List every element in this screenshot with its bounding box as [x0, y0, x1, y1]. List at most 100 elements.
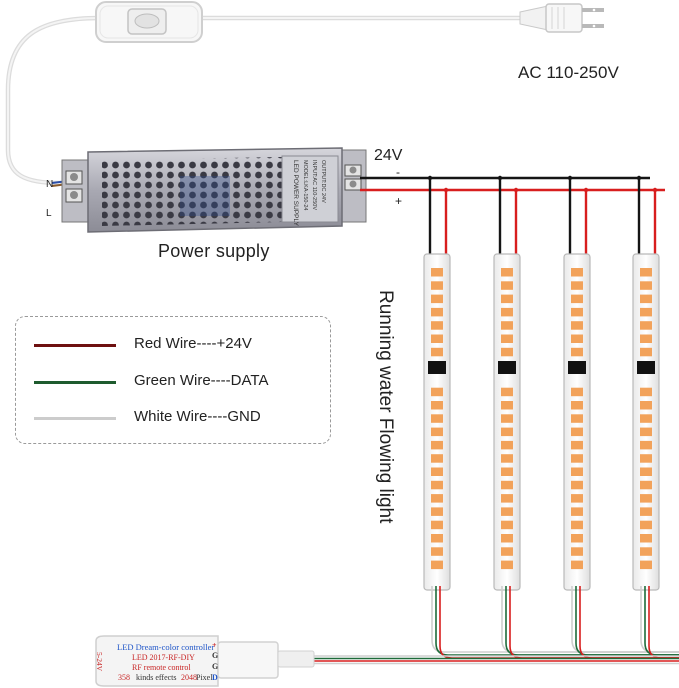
strip-4-output-wire	[648, 586, 679, 659]
led-chip	[571, 467, 583, 476]
led-chip	[501, 294, 513, 304]
led-chip	[501, 467, 513, 476]
led-chip	[640, 427, 652, 437]
strip-1-red-junction	[443, 187, 449, 193]
led-chip	[640, 440, 652, 450]
led-chip	[640, 334, 652, 343]
negative-terminal-label: -	[396, 165, 400, 179]
controller-pixel-text: Pixel	[196, 673, 213, 682]
led-chip	[501, 268, 513, 277]
led-chip	[501, 401, 513, 410]
strip-3-output-wire	[579, 586, 679, 659]
psu-label-line2: MODEL:LKA-150-24	[302, 160, 308, 210]
strip-3-ic-chip	[568, 361, 586, 374]
strip-2-output-wire	[501, 586, 679, 653]
led-chip	[501, 387, 513, 397]
led-chip	[571, 520, 583, 530]
led-chip	[571, 454, 583, 463]
led-chip	[501, 334, 513, 343]
strip-1-ic-chip	[428, 361, 446, 374]
led-chip	[431, 494, 443, 503]
led-chip	[431, 307, 443, 317]
controller-wires	[310, 586, 679, 665]
led-chip	[431, 547, 443, 556]
led-chip	[431, 440, 443, 450]
legend-white-text: White Wire----GND	[134, 408, 261, 425]
green-wire-swatch	[34, 381, 116, 384]
controller-model: LED 2017-RF-DIY	[132, 653, 195, 662]
led-chip	[571, 440, 583, 450]
led-chip	[640, 321, 652, 330]
wire-legend: Red Wire----+24V Green Wire----DATA Whit…	[15, 316, 331, 444]
strip-4-black-junction	[636, 175, 642, 181]
led-chip	[501, 454, 513, 463]
led-chip	[640, 401, 652, 410]
led-chip	[640, 347, 652, 357]
led-chip	[640, 480, 652, 490]
led-chip	[640, 494, 652, 503]
controller-effects-text: kinds effects	[136, 673, 177, 682]
led-chip	[431, 507, 443, 516]
led-chip	[640, 387, 652, 397]
led-chip	[431, 427, 443, 437]
led-chip	[431, 454, 443, 463]
led-chip	[571, 414, 583, 423]
led-chip	[501, 520, 513, 530]
led-chip	[640, 454, 652, 463]
led-chip	[640, 294, 652, 304]
led-chip	[501, 427, 513, 437]
led-chip	[571, 321, 583, 330]
led-chip	[571, 547, 583, 556]
led-strips	[423, 175, 660, 591]
led-chip	[640, 281, 652, 290]
dc-voltage-label: 24V	[374, 147, 403, 164]
controller-pin-plus: +	[212, 641, 217, 650]
live-terminal-label: L	[46, 208, 52, 219]
led-chip	[571, 387, 583, 397]
strip-2-black-junction	[497, 175, 503, 181]
red-wire-swatch	[34, 344, 116, 347]
led-chip	[640, 507, 652, 516]
psu-label-line4: OUTPUT:DC 24V	[320, 160, 326, 203]
power-supply	[61, 147, 367, 233]
led-chip	[640, 307, 652, 317]
led-chip	[501, 507, 513, 516]
strip-1-output-wire	[435, 586, 679, 656]
led-chip	[571, 268, 583, 277]
led-chip	[571, 294, 583, 304]
psu-label-line1: LED POWER SUPPLY	[292, 160, 299, 227]
led-chip	[571, 534, 583, 543]
strip-2-ic-chip	[498, 361, 516, 374]
led-chip	[571, 507, 583, 516]
led-chip	[640, 534, 652, 543]
legend-red-text: Red Wire----+24V	[134, 335, 252, 352]
led-chip	[640, 560, 652, 570]
neutral-terminal-label: N	[46, 179, 54, 190]
led-chip	[501, 480, 513, 490]
led-chip	[501, 347, 513, 357]
strip-1-output-wire	[431, 586, 679, 653]
power-supply-label: Power supply	[158, 241, 270, 261]
led-chip	[501, 560, 513, 570]
strip-3-black-junction	[567, 175, 573, 181]
legend-row-green: Green Wire----DATA	[34, 372, 324, 392]
led-chip	[640, 520, 652, 530]
led-chip	[431, 414, 443, 423]
strip-2-output-wire	[509, 586, 679, 659]
controller-pin-g2: G	[212, 662, 219, 671]
psu-label-line3: INPUT:AC 110-250V	[311, 160, 317, 210]
led-chip	[501, 414, 513, 423]
led-chip	[431, 520, 443, 530]
led-chip	[571, 480, 583, 490]
led-chip	[431, 467, 443, 476]
strip-3-output-wire	[575, 586, 679, 656]
strip-2-red-junction	[513, 187, 519, 193]
dream-color-controller	[95, 635, 315, 687]
led-chip	[640, 268, 652, 277]
led-chip	[571, 334, 583, 343]
led-chip	[431, 534, 443, 543]
led-chip	[431, 281, 443, 290]
inline-switch	[95, 1, 203, 43]
controller-effects-count: 358	[118, 673, 130, 682]
strip-2-output-wire	[505, 586, 679, 656]
